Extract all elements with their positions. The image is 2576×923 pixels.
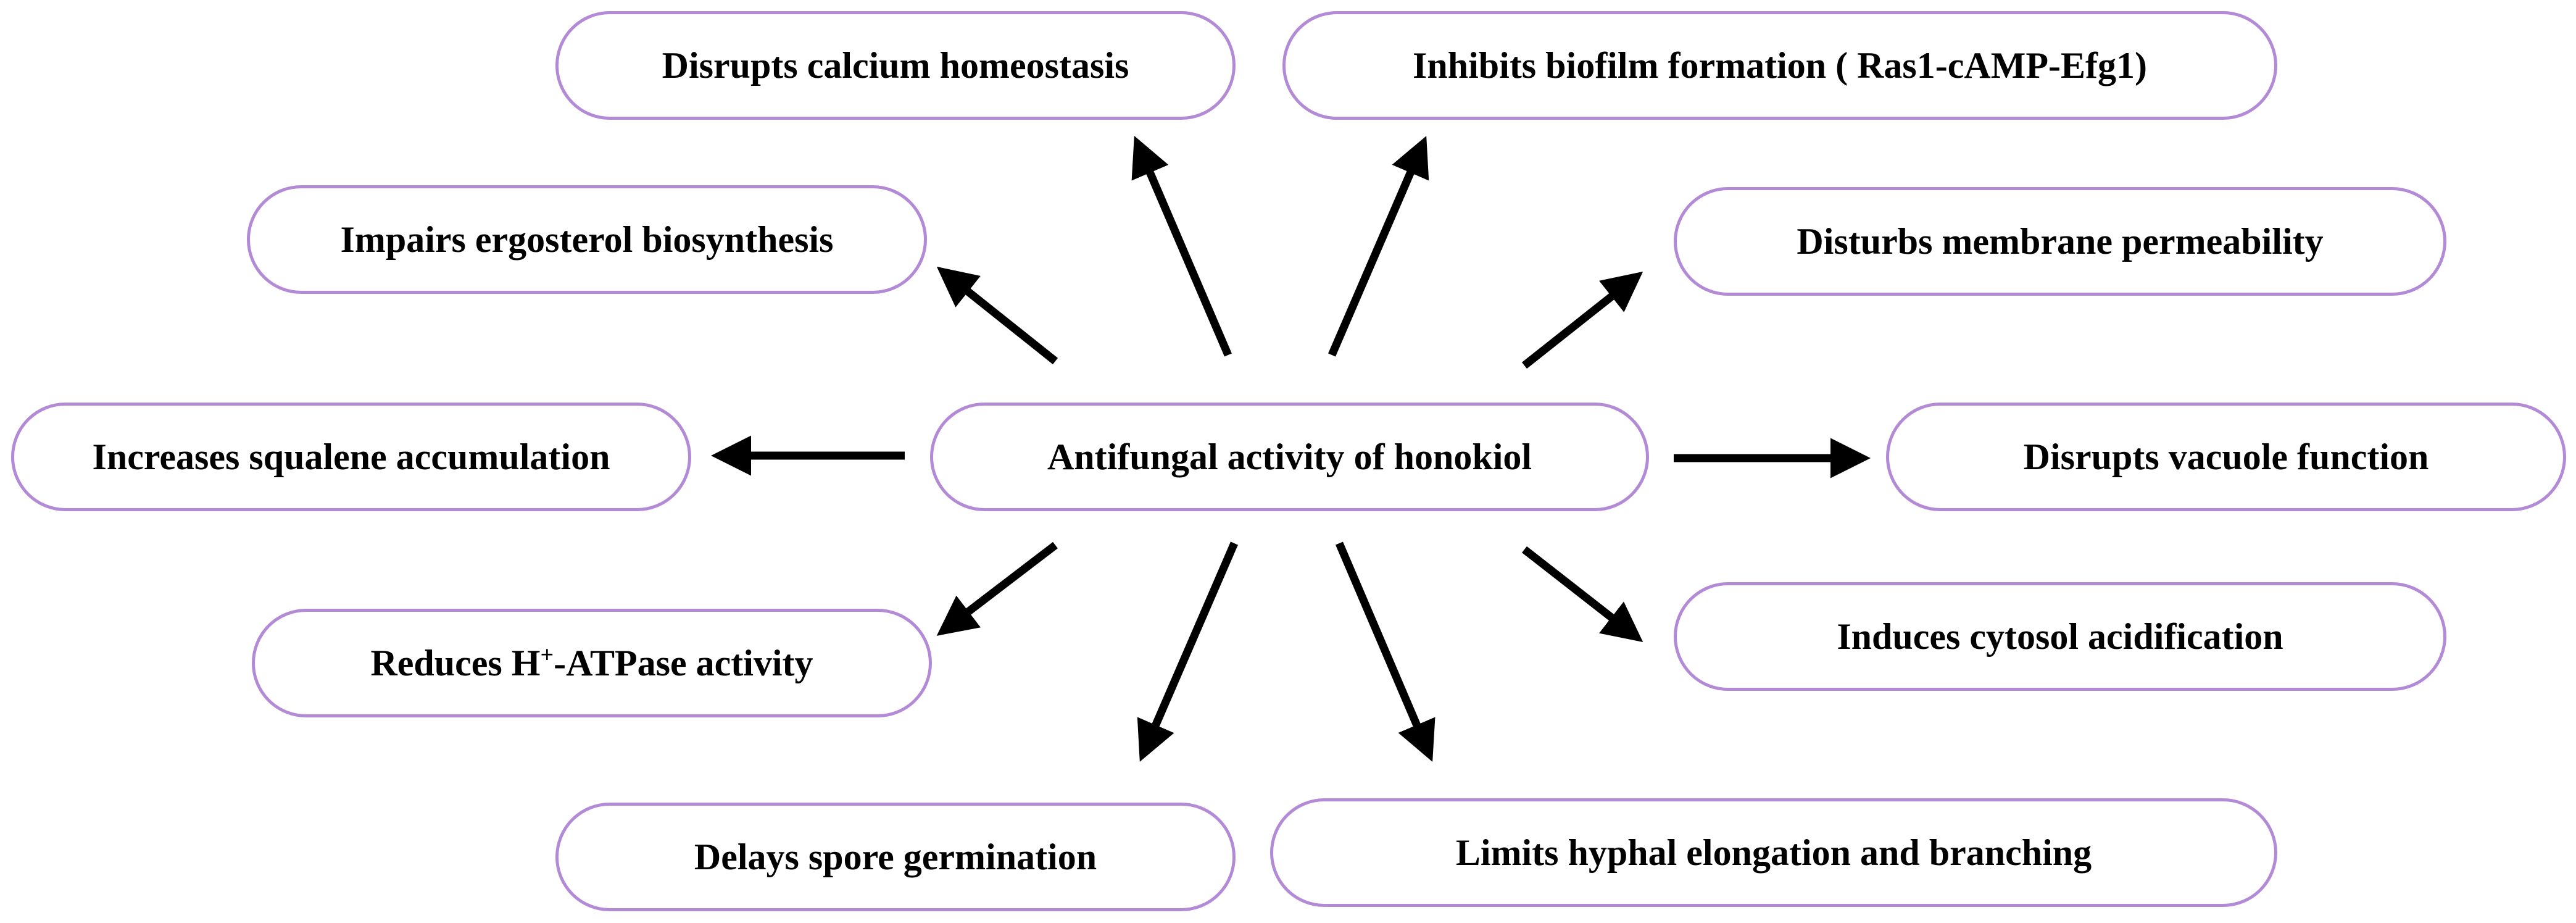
ergosterol-box: Impairs ergosterol biosynthesis bbox=[247, 185, 927, 294]
biofilm-box: Inhibits biofilm formation ( Ras1-cAMP-E… bbox=[1282, 11, 2277, 120]
membrane-label: Disturbs membrane permeability bbox=[1797, 220, 2324, 262]
cytosol-box: Induces cytosol acidification bbox=[1674, 582, 2446, 691]
arrow-to-atpase bbox=[936, 541, 1058, 636]
cytosol-label: Induces cytosol acidification bbox=[1837, 616, 2283, 657]
atpase-label-sup: + bbox=[540, 641, 554, 668]
squalene-box: Increases squalene accumulation bbox=[11, 403, 691, 511]
ergosterol-label: Impairs ergosterol biosynthesis bbox=[340, 219, 834, 260]
arrow-to-membrane bbox=[1521, 271, 1643, 369]
squalene-label: Increases squalene accumulation bbox=[92, 436, 610, 477]
membrane-box: Disturbs membrane permeability bbox=[1674, 187, 2446, 296]
arrow-to-ergosterol bbox=[936, 266, 1058, 365]
arrow-to-biofilm bbox=[1328, 136, 1429, 357]
atpase-label-prefix: Reduces H bbox=[370, 642, 541, 683]
calcium-box: Disrupts calcium homeostasis bbox=[555, 11, 1236, 120]
spore-box: Delays spore germination bbox=[555, 803, 1236, 911]
biofilm-label: Inhibits biofilm formation ( Ras1-cAMP-E… bbox=[1413, 44, 2147, 86]
calcium-label: Disrupts calcium homeostasis bbox=[662, 44, 1129, 86]
atpase-label: Reduces H+-ATPase activity bbox=[370, 642, 813, 685]
arrow-to-calcium bbox=[1131, 136, 1232, 357]
hyphal-label: Limits hyphal elongation and branching bbox=[1455, 832, 2092, 873]
center-label: Antifungal activity of honokiol bbox=[1047, 436, 1532, 477]
arrow-to-hyphal bbox=[1336, 541, 1435, 762]
arrow-to-spore bbox=[1137, 541, 1238, 762]
center-box: Antifungal activity of honokiol bbox=[930, 403, 1649, 511]
spore-label: Delays spore germination bbox=[694, 836, 1097, 877]
hyphal-box: Limits hyphal elongation and branching bbox=[1270, 798, 2277, 907]
vacuole-box: Disrupts vacuole function bbox=[1886, 403, 2566, 511]
atpase-box: Reduces H+-ATPase activity bbox=[252, 609, 932, 717]
arrow-to-cytosol bbox=[1522, 546, 1643, 642]
atpase-label-suffix: -ATPase activity bbox=[554, 642, 813, 683]
vacuole-label: Disrupts vacuole function bbox=[2023, 436, 2429, 477]
